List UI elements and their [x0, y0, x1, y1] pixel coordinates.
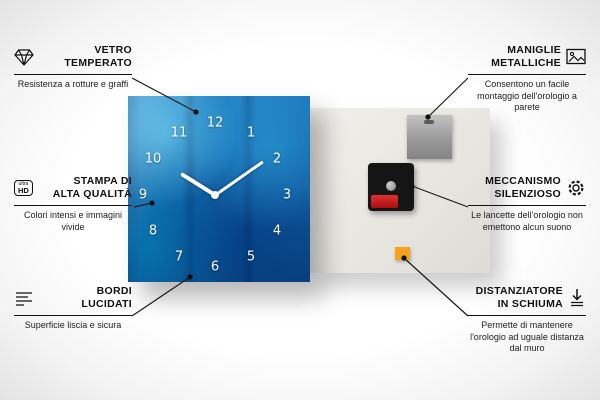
callout-underline	[468, 315, 586, 316]
callout-stampa-alta-qualita: ultra HD STAMPA DI ALTA QUALITÀ Colori i…	[14, 175, 132, 233]
clock-front-panel: 12 1 2 3 4 5 6 7 8 9 10 11	[128, 96, 310, 282]
callout-title: STAMPA DI ALTA QUALITÀ	[52, 175, 132, 200]
ultra-hd-icon: ultra HD	[14, 179, 33, 197]
clock-center-cap	[211, 191, 219, 199]
down-arrow-icon	[568, 288, 586, 308]
callout-description: Permette di mantenere l'orologio ad ugua…	[470, 320, 584, 353]
clock-number: 3	[282, 187, 292, 203]
callout-underline	[14, 74, 132, 75]
clock-number: 4	[272, 223, 282, 239]
callout-title: MECCANISMO SILENZIOSO	[485, 175, 561, 200]
clock-number: 12	[206, 115, 224, 131]
callout-description: Consentono un facile montaggio dell'orol…	[477, 79, 577, 112]
callout-description: Superficie liscia e sicura	[24, 320, 122, 330]
mechanism-shaft	[386, 181, 396, 191]
callout-description: Resistenza a rotture e graffi	[17, 79, 129, 89]
clock-number: 2	[272, 151, 282, 167]
polished-edges-icon	[14, 290, 34, 306]
clock-back-panel	[309, 108, 490, 273]
clock-number: 8	[148, 223, 158, 239]
clock-minute-hand	[214, 160, 264, 197]
hanger-slot	[424, 120, 434, 124]
callout-title: MANIGLIE METALLICHE	[491, 44, 561, 69]
callout-description: Le lancette dell'orologio non emettono a…	[471, 210, 583, 232]
callout-vetro-temperato: VETRO TEMPERATO Resistenza a rotture e g…	[14, 44, 132, 91]
clock-number: 7	[174, 249, 184, 265]
foam-spacer	[395, 247, 410, 260]
clock-number: 9	[138, 187, 148, 203]
callout-underline	[14, 205, 132, 206]
callout-title: BORDI LUCIDATI	[81, 285, 132, 310]
picture-frame-icon	[566, 48, 586, 66]
clock-number: 11	[170, 125, 188, 141]
callout-distanziatore-schiuma: DISTANZIATORE IN SCHIUMA Permette di man…	[468, 285, 586, 355]
callout-underline	[14, 315, 132, 316]
callout-maniglie-metalliche: MANIGLIE METALLICHE Consentono un facile…	[468, 44, 586, 114]
clock-number: 1	[246, 125, 256, 141]
callout-underline	[468, 74, 586, 75]
callout-underline	[468, 205, 586, 206]
diamond-icon	[14, 48, 34, 66]
battery	[371, 195, 398, 208]
clock-number: 10	[144, 151, 162, 167]
clock-mechanism	[368, 163, 414, 211]
callout-bordi-lucidati: BORDI LUCIDATI Superficie liscia e sicur…	[14, 285, 132, 332]
clock-number: 6	[210, 259, 220, 275]
callout-title: DISTANZIATORE IN SCHIUMA	[475, 285, 563, 310]
callout-title: VETRO TEMPERATO	[64, 44, 132, 69]
callout-meccanismo-silenzioso: MECCANISMO SILENZIOSO Le lancette dell'o…	[468, 175, 586, 233]
callout-description: Colori intensi e immagini vivide	[23, 210, 123, 232]
clock-number: 5	[246, 249, 256, 265]
metal-hanger-plate	[407, 115, 452, 159]
gear-icon	[566, 178, 586, 198]
